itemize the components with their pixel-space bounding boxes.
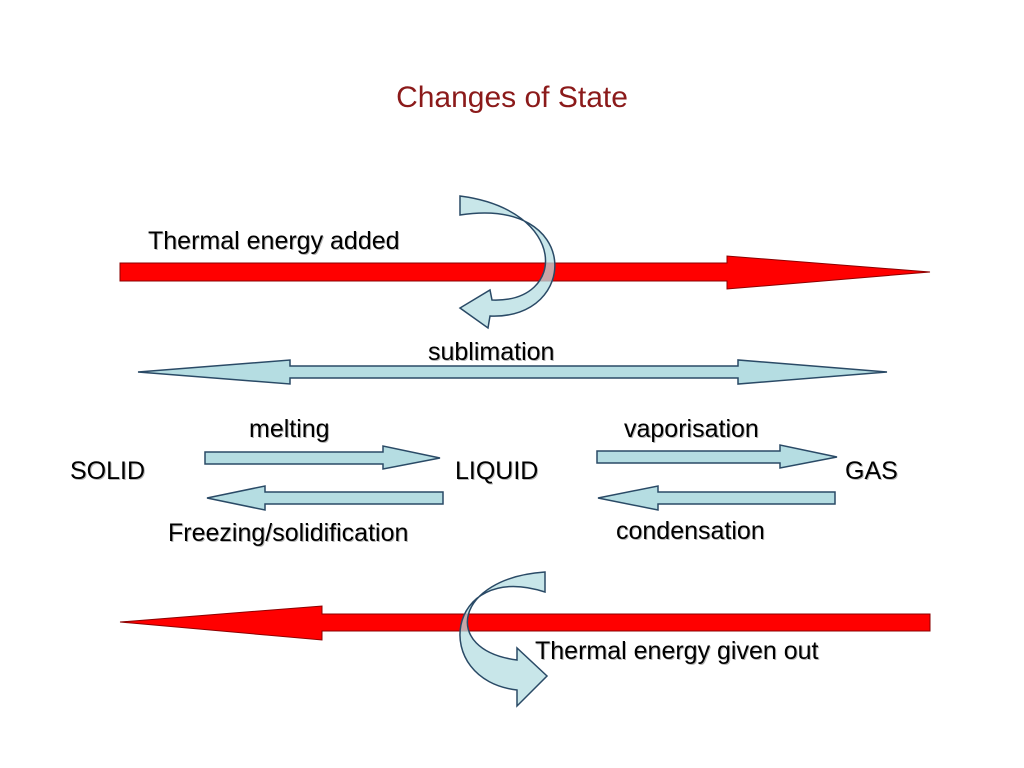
top-curved-arrow xyxy=(458,195,556,330)
melting-arrow xyxy=(204,445,441,470)
vaporisation-arrow xyxy=(596,444,838,469)
freezing-label: Freezing/solidification xyxy=(168,519,409,547)
thermal-energy-given-out-arrow xyxy=(119,605,931,641)
bottom-curved-arrow xyxy=(459,571,549,708)
melting-label: melting xyxy=(249,415,330,443)
gas-state-label: GAS xyxy=(845,457,898,485)
solid-state-label: SOLID xyxy=(70,457,146,485)
liquid-state-label: LIQUID xyxy=(455,457,539,485)
sublimation-arrow xyxy=(137,359,888,385)
thermal-energy-added-label: Thermal energy added xyxy=(148,227,400,255)
condensation-label: condensation xyxy=(616,517,765,545)
vaporisation-label: vaporisation xyxy=(624,415,759,443)
sublimation-label: sublimation xyxy=(428,338,555,366)
page-title: Changes of State xyxy=(396,81,628,114)
thermal-energy-given-out-label: Thermal energy given out xyxy=(535,637,819,665)
condensation-arrow xyxy=(597,485,836,511)
thermal-energy-added-arrow xyxy=(119,255,931,290)
freezing-arrow xyxy=(206,485,444,511)
